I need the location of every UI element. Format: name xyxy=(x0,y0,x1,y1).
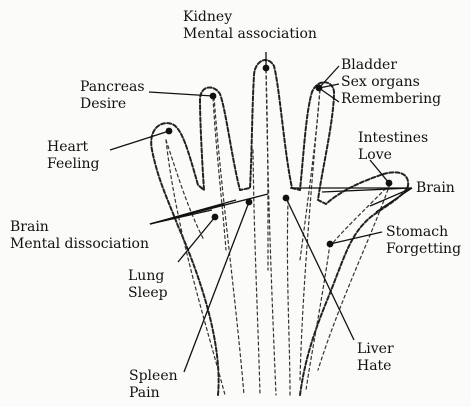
label-brain-right-line-1: Brain xyxy=(416,180,455,197)
leader-spleen xyxy=(184,202,249,372)
label-stomach: Stomach Forgetting xyxy=(386,224,461,258)
label-kidney-line-1: Kidney xyxy=(183,9,317,26)
label-bladder: Bladder Sex organs Remembering xyxy=(341,57,441,108)
finger-crease-pinky xyxy=(166,140,204,240)
label-stomach-line-2: Forgetting xyxy=(386,241,461,258)
label-bladder-line-1: Bladder xyxy=(341,57,441,74)
leader-brain-right-4 xyxy=(376,188,412,212)
leader-pancreas xyxy=(149,92,213,96)
label-pancreas: Pancreas Desire xyxy=(80,79,145,113)
finger-crease-ring xyxy=(213,98,226,250)
label-pancreas-line-2: Desire xyxy=(80,96,145,113)
label-liver: Liver Hate xyxy=(357,341,394,375)
label-pancreas-line-1: Pancreas xyxy=(80,79,145,96)
meridian-5 xyxy=(287,200,290,395)
label-stomach-line-1: Stomach xyxy=(386,224,461,241)
label-brain-left-line-2: Mental dissociation xyxy=(10,236,149,253)
label-heart-line-2: Feeling xyxy=(47,156,99,173)
meridian-3 xyxy=(253,150,260,395)
label-spleen-line-1: Spleen xyxy=(129,368,178,385)
label-intestines-line-2: Love xyxy=(358,147,428,164)
label-intestines-line-1: Intestines xyxy=(358,130,428,147)
leader-remembering xyxy=(319,88,339,102)
label-brain-right: Brain xyxy=(416,180,455,197)
label-heart: Heart Feeling xyxy=(47,139,99,173)
label-kidney-line-2: Mental association xyxy=(183,26,317,43)
label-bladder-line-3: Remembering xyxy=(341,91,441,108)
label-liver-line-2: Hate xyxy=(357,358,394,375)
label-lung-line-1: Lung xyxy=(128,268,168,285)
leader-brain-left-4 xyxy=(150,210,212,224)
label-lung-line-2: Sleep xyxy=(128,285,168,302)
label-heart-line-1: Heart xyxy=(47,139,99,156)
label-spleen-line-2: Pain xyxy=(129,385,178,402)
label-spleen: Spleen Pain xyxy=(129,368,178,402)
label-lung: Lung Sleep xyxy=(128,268,168,302)
label-liver-line-1: Liver xyxy=(357,341,394,358)
meridian-2 xyxy=(214,97,244,395)
label-intestines: Intestines Love xyxy=(358,130,428,164)
label-bladder-line-2: Sex organs xyxy=(341,74,441,91)
label-brain-left: Brain Mental dissociation xyxy=(10,219,149,253)
leader-heart xyxy=(110,131,169,150)
label-kidney: Kidney Mental association xyxy=(183,9,317,43)
label-brain-left-line-1: Brain xyxy=(10,219,149,236)
